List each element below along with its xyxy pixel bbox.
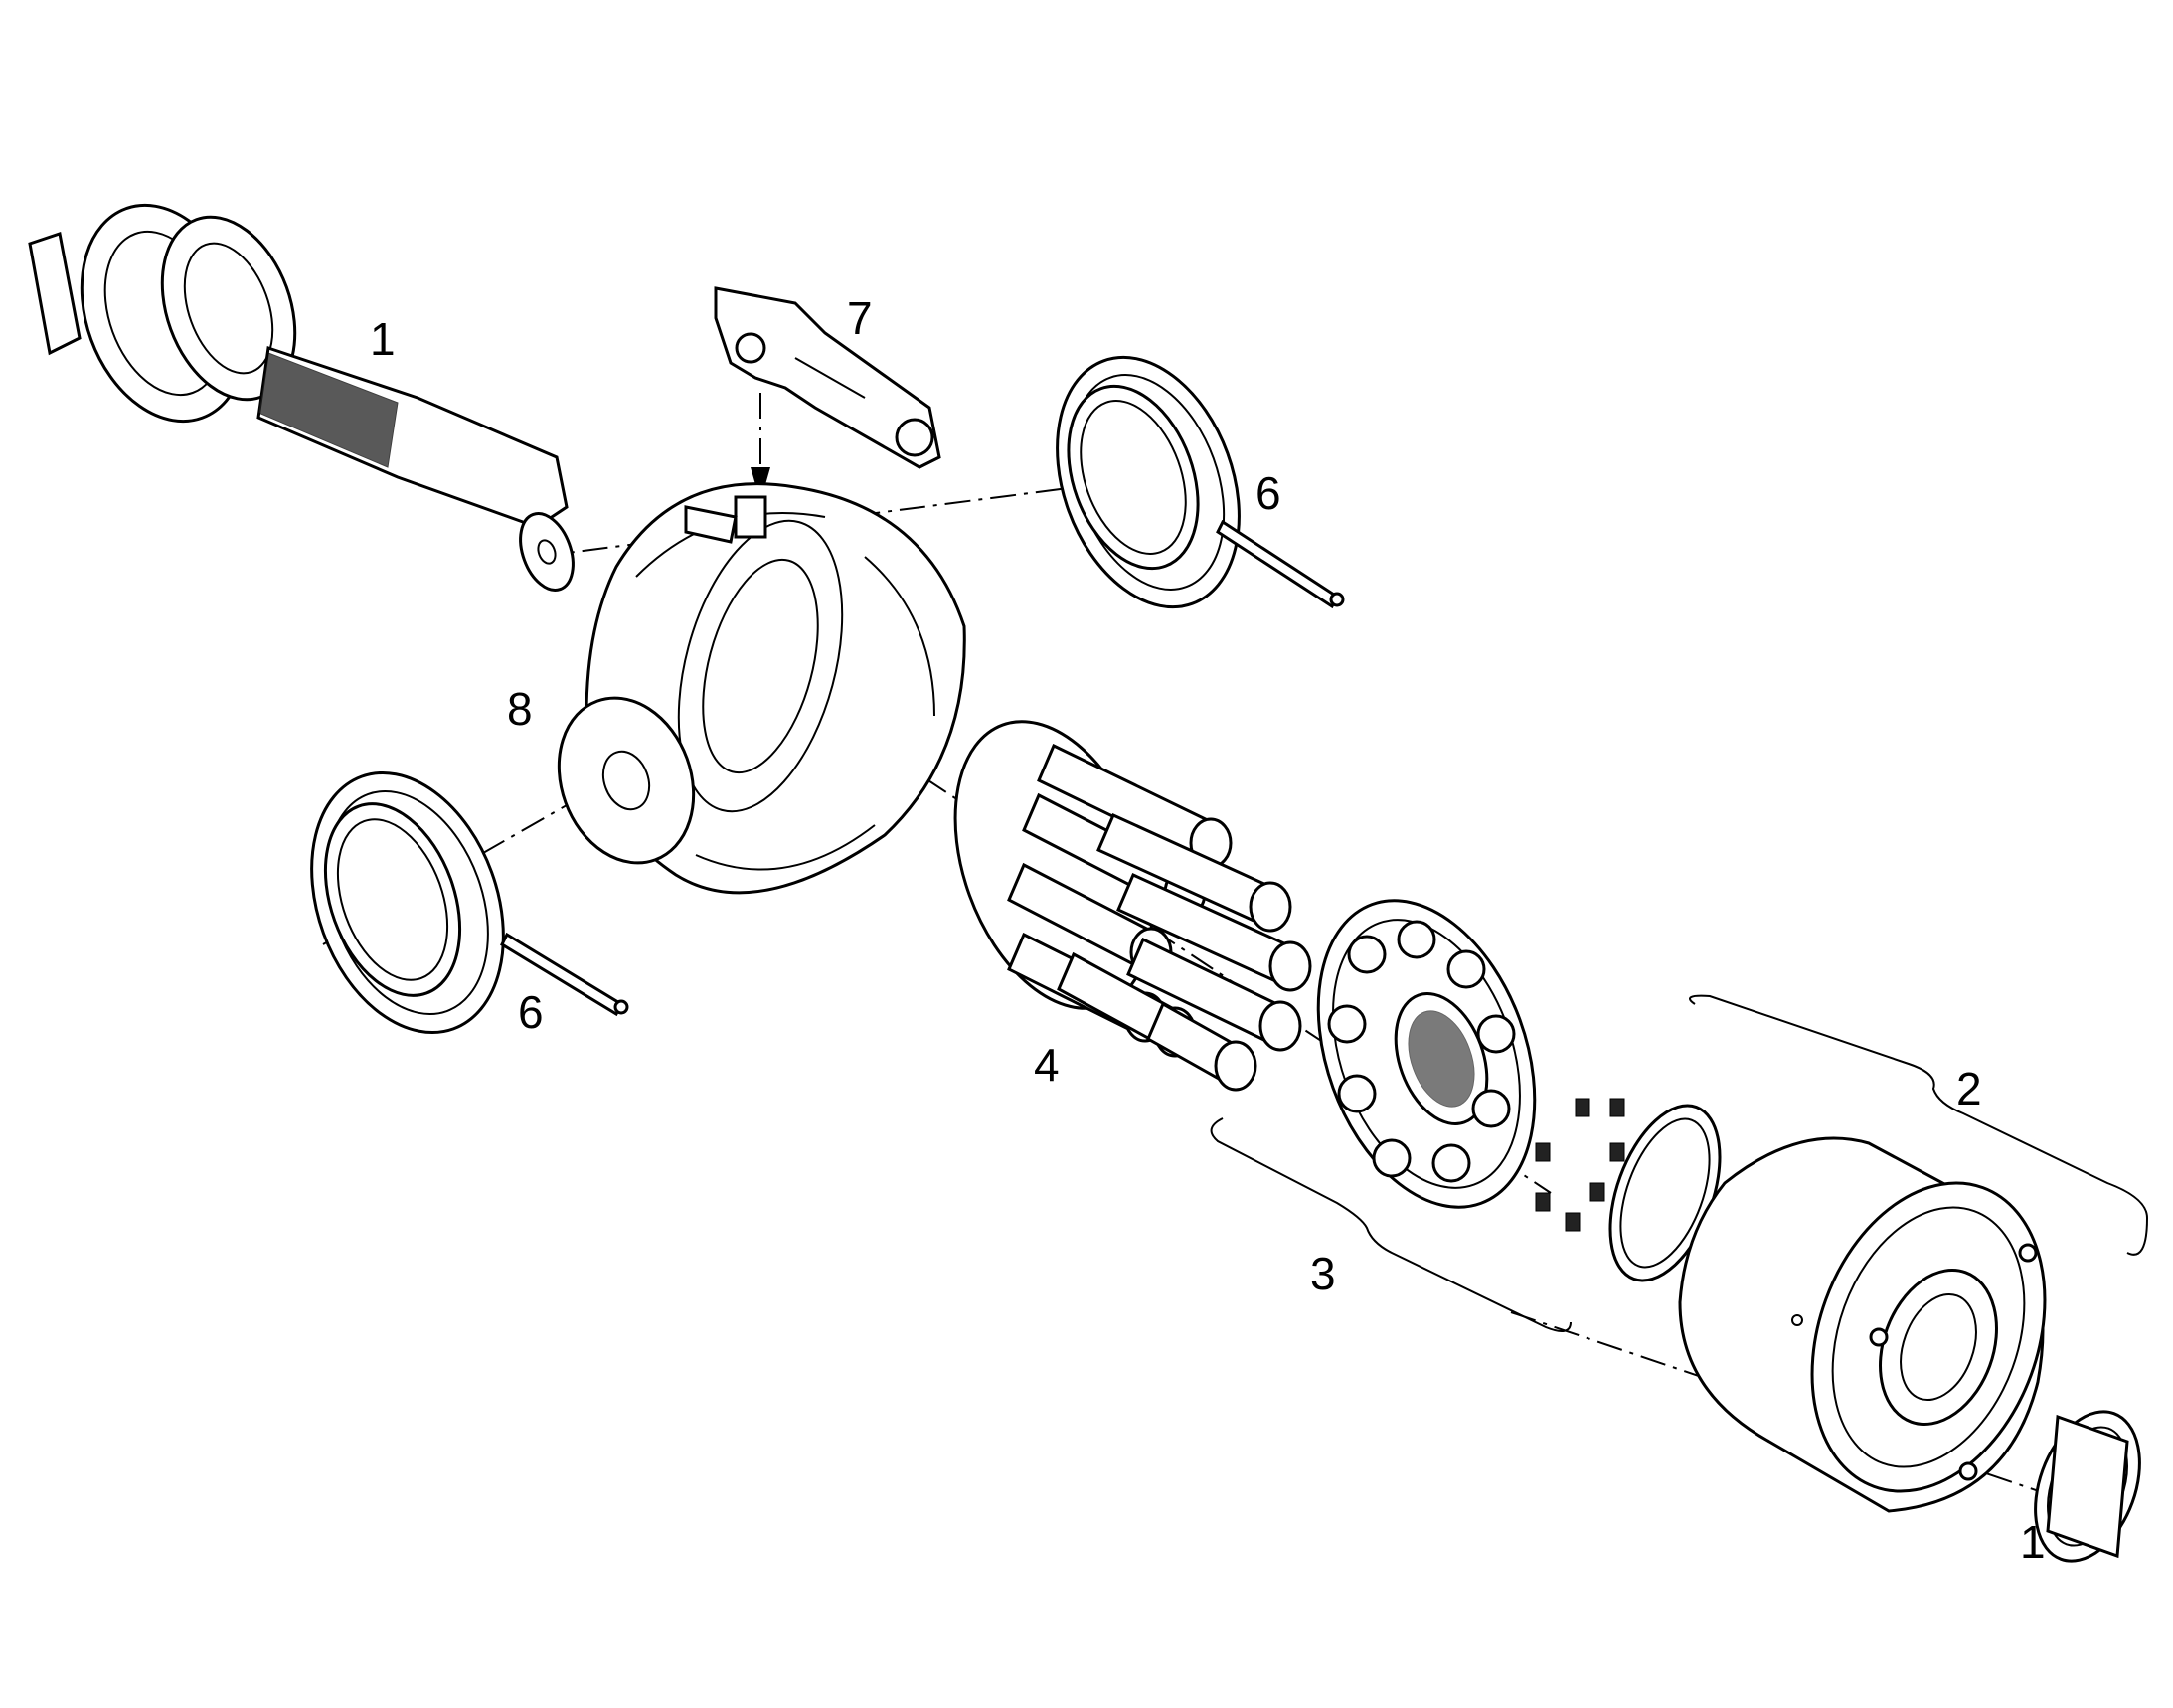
label-valve-block: 2	[1956, 1063, 1982, 1114]
valve-block	[1678, 1136, 2047, 1513]
pin-right	[1216, 519, 1345, 609]
bearing-left	[310, 770, 505, 1035]
valve-plate	[1316, 899, 1537, 1209]
swash-body	[557, 482, 966, 895]
drive-shaft	[28, 203, 575, 592]
adjuster-lever	[714, 286, 941, 502]
piston-group	[953, 720, 1312, 1092]
bearing-right	[1056, 355, 1241, 609]
rear-bearing	[2034, 1410, 2141, 1563]
brace-valve-block	[1689, 994, 2149, 1256]
label-pin-left: 6	[518, 986, 544, 1038]
label-piston-group: 4	[1034, 1039, 1060, 1091]
label-adjuster: 7	[847, 292, 873, 344]
label-bearing-bottom: 1	[2020, 1516, 2046, 1568]
pin-left	[500, 932, 629, 1017]
label-valve-plate: 3	[1310, 1248, 1336, 1299]
label-shaft-top: 1	[370, 313, 396, 365]
label-swash-body: 8	[507, 683, 533, 735]
brace-valve-plate	[1210, 1117, 1572, 1332]
label-pin-right: 6	[1255, 467, 1281, 519]
small-springs	[1535, 1098, 1625, 1232]
o-ring	[1608, 1104, 1722, 1282]
